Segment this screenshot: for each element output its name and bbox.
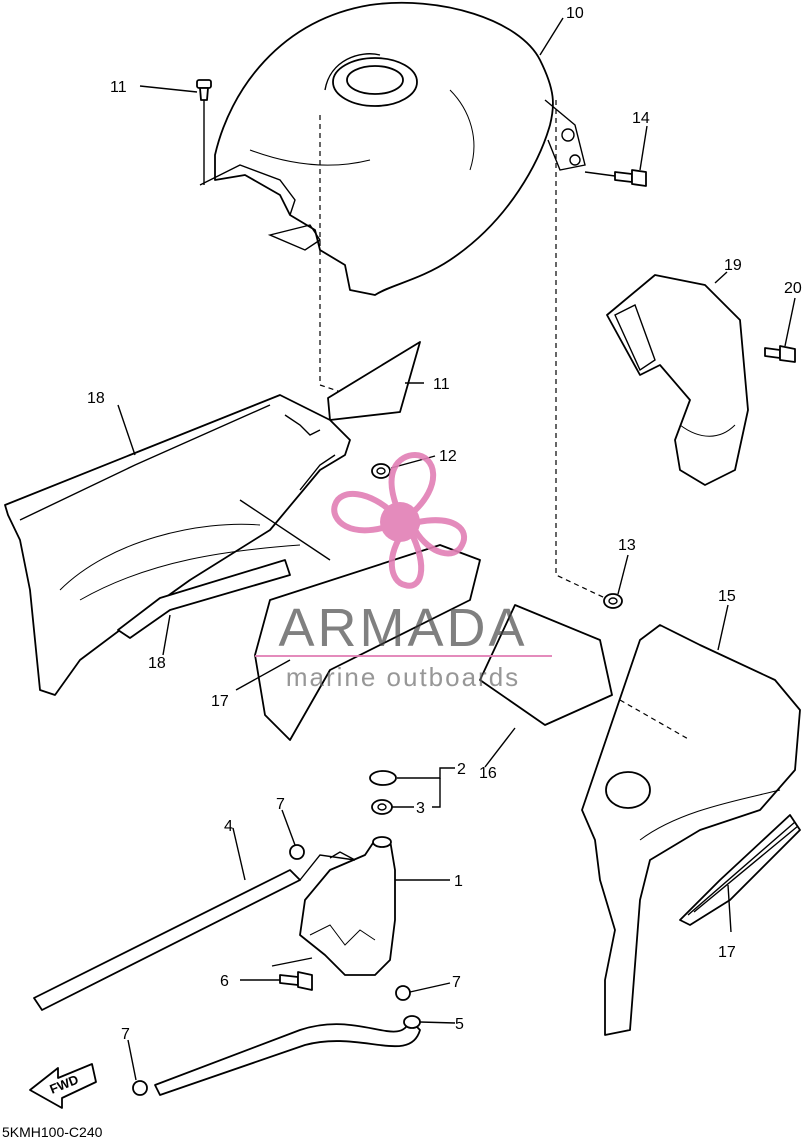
clamp-part-7-a[interactable] (289, 844, 305, 860)
callout-18: 18 (148, 655, 166, 672)
callout-11-lower: 13 (618, 537, 636, 554)
callout-7-c: 7 (121, 1026, 130, 1043)
armada-watermark: ARMADA marine outboards (255, 451, 552, 692)
fwd-arrow-icon: FWD (29, 1063, 97, 1109)
air-duct-part-19[interactable] (606, 274, 749, 486)
guide-line-tank-to-11 (555, 100, 606, 599)
callout-5: 5 (455, 1016, 464, 1033)
hose-part-4[interactable] (33, 854, 356, 1011)
callout-7-b: 7 (452, 974, 461, 991)
pad-part-17[interactable] (254, 544, 481, 741)
callout-11-upper: 12 (439, 448, 457, 465)
pad-part-14[interactable] (479, 604, 613, 726)
callout-3: 3 (416, 800, 425, 817)
callout-14: 16 (479, 765, 497, 782)
clamp-part-7-b[interactable] (395, 985, 411, 1001)
bolt-part-12[interactable] (584, 169, 647, 187)
callout-13: 15 (718, 588, 736, 605)
emblem-part-15[interactable] (679, 814, 801, 926)
callout-19: 19 (724, 257, 742, 274)
callout-10: 11 (110, 79, 127, 96)
leader-lines (117, 17, 796, 1081)
callout-labels: 10 11 14 11 18 19 20 12 13 15 18 17 16 2… (87, 5, 802, 1043)
fuel-tank-part-8[interactable] (199, 1, 586, 296)
callout-6: 6 (220, 973, 229, 990)
bolt-part-6[interactable] (271, 957, 313, 991)
callout-12: 14 (632, 110, 650, 127)
grommet-part-11-lower[interactable] (603, 593, 623, 609)
emblem-part-18[interactable] (117, 559, 291, 639)
callout-8: 10 (566, 5, 584, 22)
callout-15: 17 (718, 944, 736, 961)
callout-17: 17 (211, 693, 229, 710)
callout-1: 1 (454, 873, 463, 890)
diagram-code: 5KMH100-C240 (2, 1124, 103, 1139)
watermark-brand: ARMADA (278, 598, 527, 658)
grommet-part-11-upper[interactable] (371, 463, 391, 479)
propeller-logo-icon (331, 451, 467, 589)
callout-20: 20 (784, 280, 802, 297)
watermark-tagline: marine outboards (286, 662, 520, 692)
callout-7-a: 7 (276, 796, 285, 813)
cap-part-2[interactable] (369, 770, 397, 786)
gasket-part-3[interactable] (371, 799, 393, 815)
clip-screw-part-10[interactable] (196, 79, 212, 185)
callout-4: 4 (224, 818, 233, 835)
side-cover-left-part-16[interactable] (4, 394, 351, 696)
bolt-part-20[interactable] (764, 345, 796, 363)
side-cover-right-part-13[interactable] (581, 624, 801, 1036)
reservoir-tank-part-1[interactable] (299, 836, 396, 976)
hose-part-5[interactable] (154, 1015, 421, 1096)
callout-2: 2 (457, 761, 466, 778)
callout-9: 11 (433, 376, 450, 393)
callout-16: 18 (87, 390, 105, 407)
pad-part-9[interactable] (327, 341, 421, 421)
clamp-part-7-c[interactable] (132, 1080, 148, 1096)
